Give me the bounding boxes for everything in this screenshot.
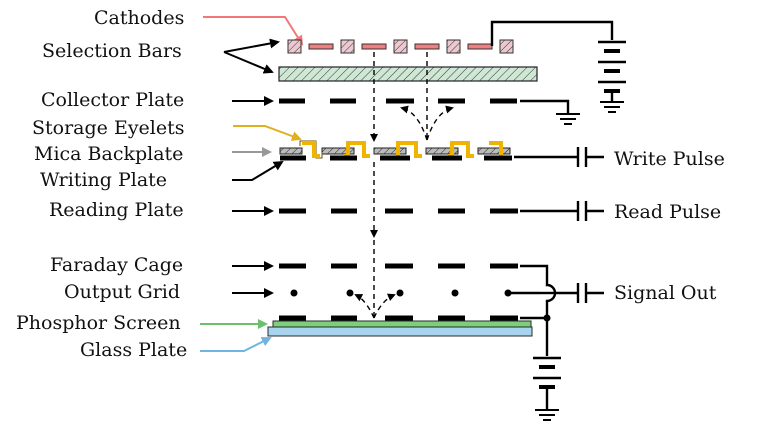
label-write-pulse: Write Pulse [614, 148, 725, 170]
selection-square [287, 39, 302, 54]
selection-bar [278, 66, 538, 82]
cathode [308, 43, 334, 50]
label-read-pulse: Read Pulse [614, 201, 721, 223]
ground-icon [600, 101, 624, 113]
selection-bars-pointer-arrow-bottom [223, 51, 274, 74]
ground-icon [556, 113, 580, 125]
output-grid [290, 289, 512, 297]
label-writing-plate: Writing Plate [40, 169, 167, 191]
selection-square [393, 39, 408, 54]
mica-backplate [279, 147, 511, 155]
electron-beam-paths [354, 52, 454, 319]
write-pulse-capacitor-icon [514, 147, 604, 167]
cathode [361, 43, 387, 50]
selection-square [340, 39, 355, 54]
read-pulse-capacitor-icon [520, 201, 604, 221]
phosphor-screen [272, 320, 532, 328]
label-selection-bars: Selection Bars [42, 40, 182, 62]
faraday-cage-wire [520, 264, 549, 282]
label-mica-backplate: Mica Backplate [34, 143, 183, 165]
label-output-grid: Output Grid [64, 281, 180, 303]
selection-square [499, 39, 514, 54]
storage-eyelets-pointer-arrow [233, 125, 302, 141]
label-collector-plate: Collector Plate [41, 89, 184, 111]
battery-icon [533, 356, 561, 410]
glass-plate-pointer-arrow [200, 337, 272, 352]
ground-icon [535, 409, 559, 421]
screen-supply-wire [520, 316, 549, 356]
writing-plate-pointer-arrow [232, 160, 284, 181]
cathode-row [287, 39, 514, 54]
cathode [467, 43, 493, 50]
collector-ground-wire [520, 99, 570, 114]
label-faraday-cage: Faraday Cage [50, 254, 183, 276]
label-storage-eyelets: Storage Eyelets [32, 117, 185, 139]
battery-icon [598, 40, 626, 102]
label-cathodes: Cathodes [94, 7, 184, 29]
label-glass-plate: Glass Plate [80, 339, 187, 361]
selection-bars-pointer-arrow-top [223, 38, 280, 53]
cathode [414, 43, 440, 50]
label-signal-out: Signal Out [614, 282, 717, 304]
cathode-supply-wire [490, 20, 614, 46]
selection-square [446, 39, 461, 54]
signal-out-capacitor-icon [554, 283, 604, 303]
cathodes-pointer-arrow [203, 16, 304, 46]
cage-crossover-wire [545, 282, 557, 318]
label-phosphor-screen: Phosphor Screen [16, 312, 181, 334]
label-reading-plate: Reading Plate [49, 199, 184, 221]
glass-plate [267, 326, 533, 337]
